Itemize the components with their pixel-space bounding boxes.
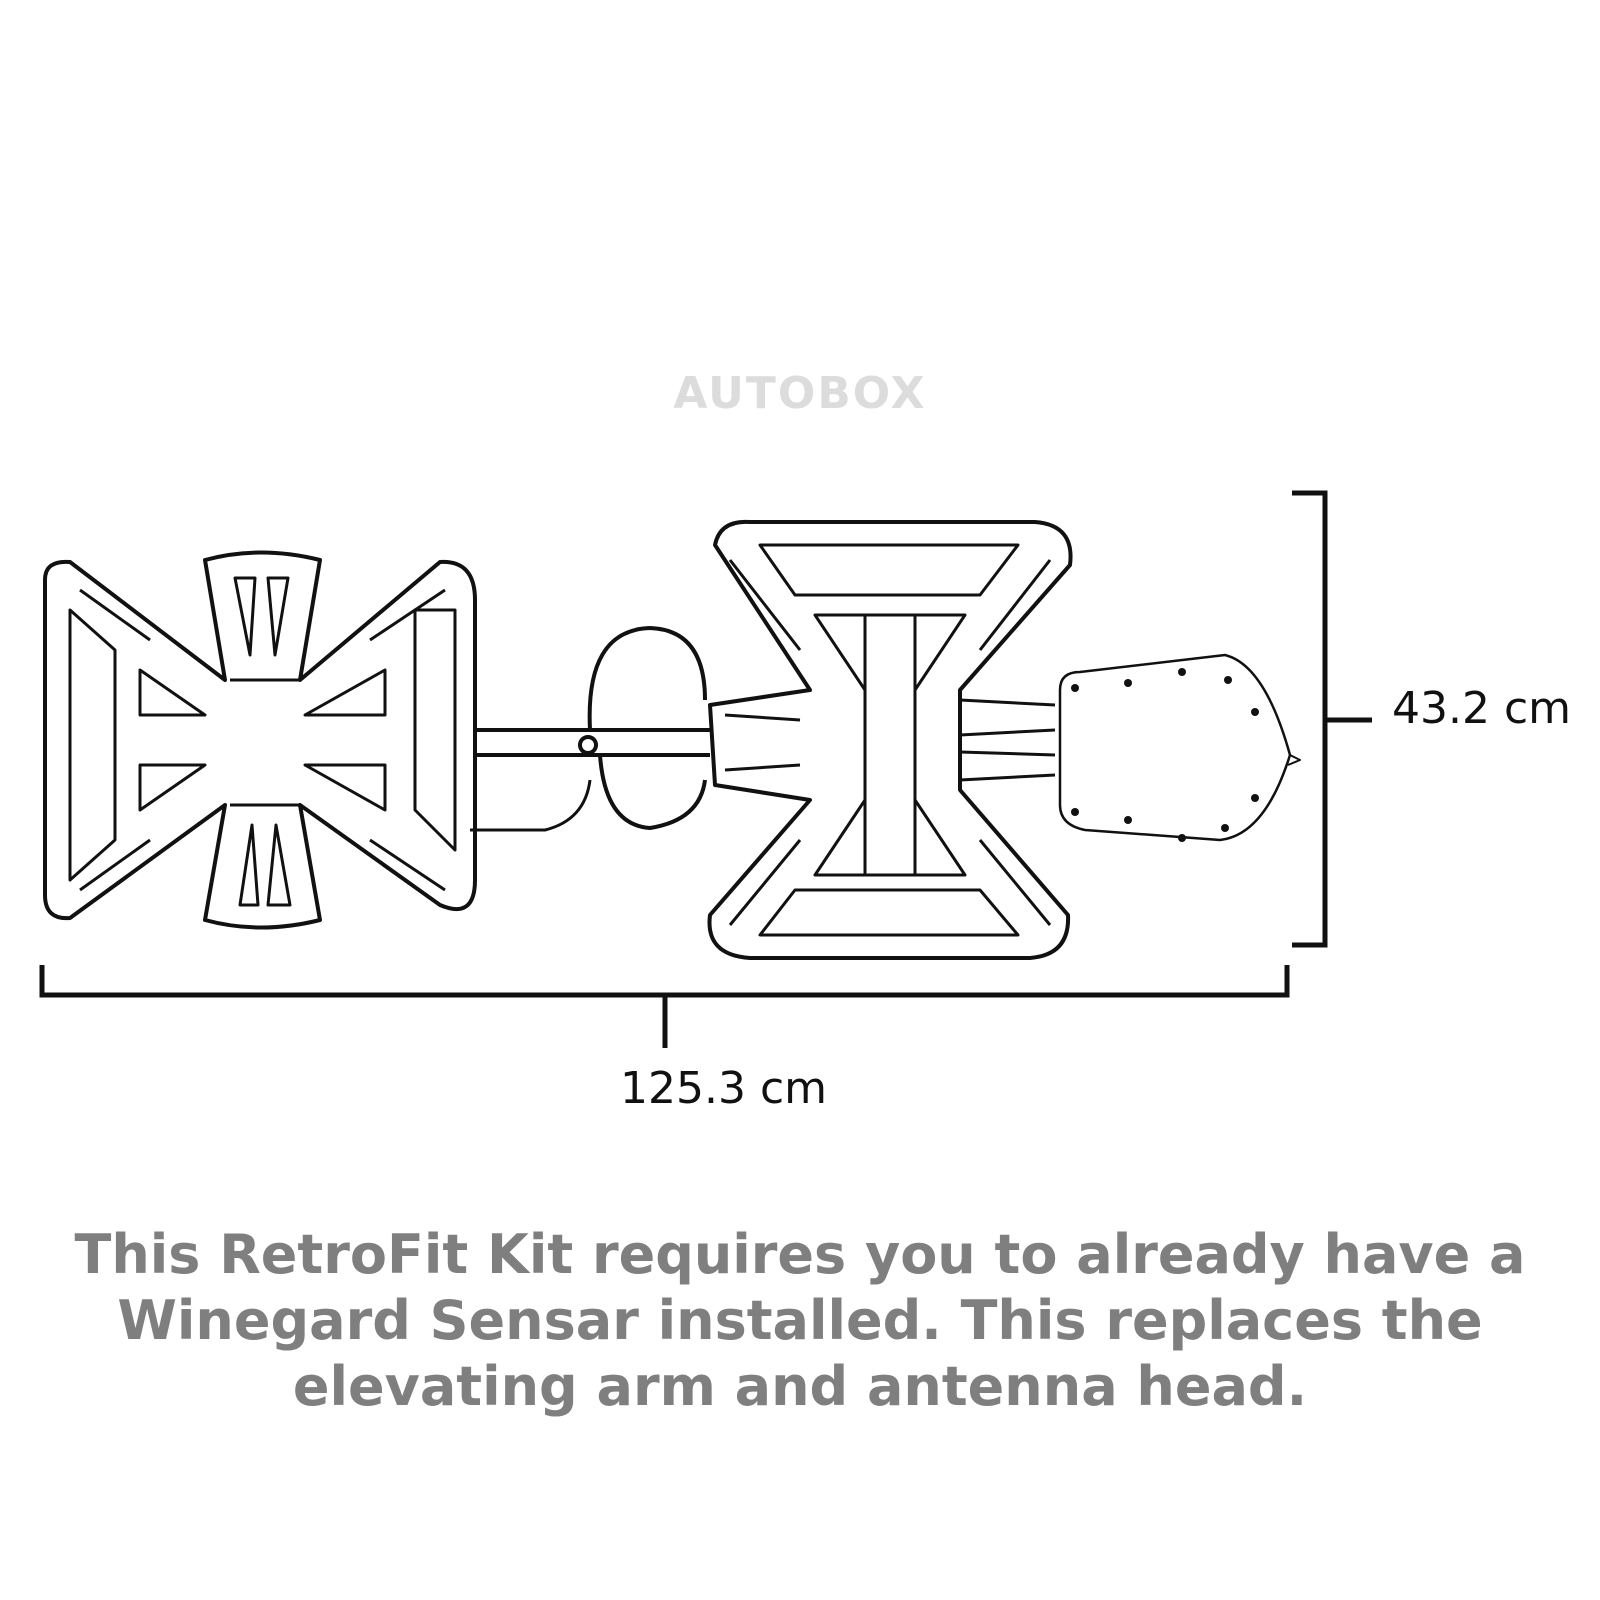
antenna-head: [1058, 653, 1301, 842]
height-dimension-bracket: [1292, 490, 1372, 948]
boom: [470, 626, 710, 832]
height-dimension-label: 43.2 cm: [1392, 683, 1572, 734]
right-antenna-element: [707, 519, 1073, 960]
product-caption: This RetroFit Kit requires you to alread…: [0, 1222, 1600, 1420]
caption-line-2: Winegard Sensar installed. This replaces…: [117, 1289, 1483, 1352]
caption-line-1: This RetroFit Kit requires you to alread…: [74, 1223, 1526, 1286]
caption-line-3: elevating arm and antenna head.: [292, 1355, 1308, 1418]
width-dimension-bracket: [39, 965, 1290, 1048]
head-rivets: [1071, 668, 1259, 842]
left-antenna-element: [43, 550, 477, 930]
watermark-text: AUTOBOX: [673, 368, 927, 419]
width-dimension-label: 125.3 cm: [620, 1063, 828, 1114]
